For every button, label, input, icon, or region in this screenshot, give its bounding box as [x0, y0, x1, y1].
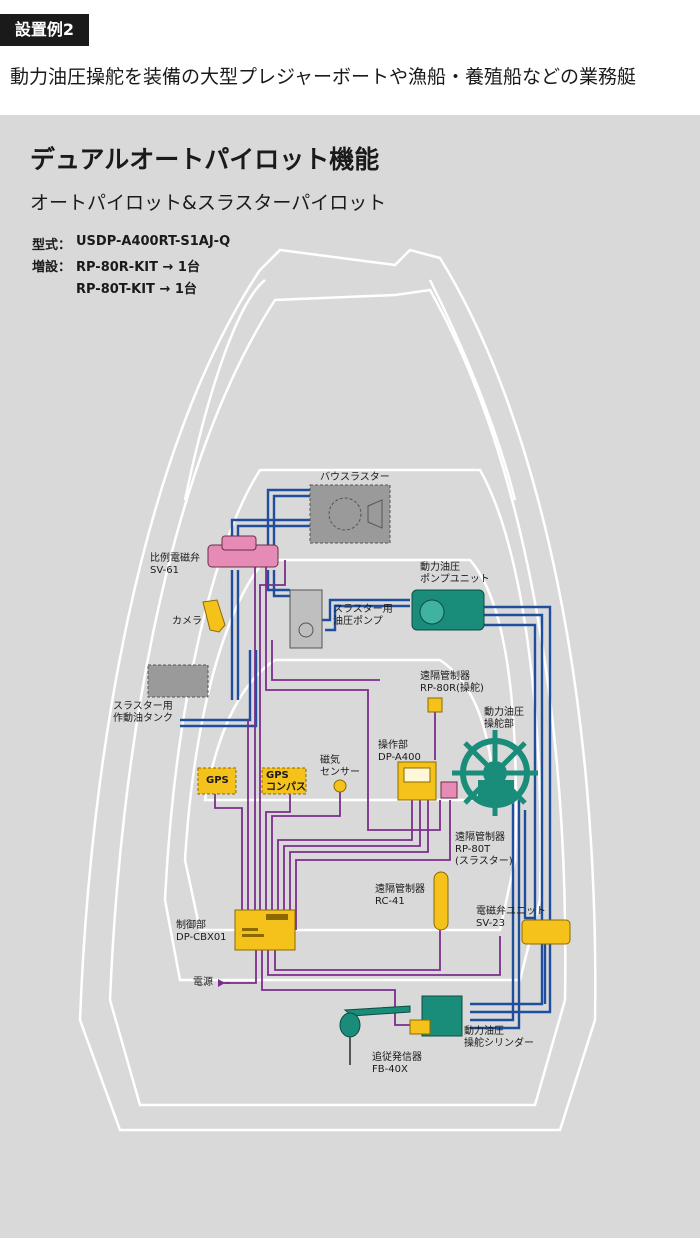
label-mag-sensor: 磁気センサー: [320, 755, 360, 778]
addon-item-1: RP-80R-KIT → 1台: [76, 260, 200, 275]
fb40x-unit: [339, 1012, 361, 1038]
label-power: 電源: [193, 977, 213, 988]
label-camera: カメラ: [172, 616, 202, 627]
boat-hull-outline: [78, 248, 597, 1132]
panel-title: デュアルオートパイロット機能: [30, 145, 380, 174]
thruster-pump: [289, 589, 323, 649]
addon-label: 増設：: [32, 260, 72, 275]
model-value: USDP-A400RT-S1AJ-Q: [76, 234, 231, 249]
gps-compass-unit: [261, 767, 307, 795]
label-thruster-tank: スラスター用作動油タンク: [113, 701, 173, 724]
model-label: 型式：: [32, 238, 72, 253]
label-bow-thruster: バウスラスター: [320, 472, 390, 483]
rp80r-controller: [427, 697, 443, 713]
sv23-valve: [521, 919, 571, 945]
thruster-tank: [147, 664, 209, 698]
label-gps: GPS: [206, 775, 229, 786]
page-subtitle: 動力油圧操舵を装備の大型プレジャーボートや漁船・養殖船などの業務艇: [10, 66, 637, 88]
label-cylinder: 動力油圧操舵シリンダー: [464, 1026, 534, 1049]
addon-item-2: RP-80T-KIT → 1台: [76, 282, 197, 297]
panel-subtitle: オートパイロット&スラスターパイロット: [30, 192, 387, 214]
example-tag: 設置例2: [0, 14, 89, 46]
rc41-controller: [433, 871, 449, 931]
label-power-pump: 動力油圧ポンプユニット: [420, 562, 490, 585]
label-thruster-pump: スラスター用油圧ポンプ: [333, 604, 393, 627]
camera-icon: [202, 599, 226, 633]
mag-sensor-icon: [333, 779, 347, 793]
steering-cylinder: [421, 995, 463, 1037]
bow-thruster: [309, 484, 391, 544]
rp80t-controller: [440, 781, 458, 799]
gps-unit: [197, 767, 237, 795]
signal-lines: [214, 545, 501, 1026]
label-power-helm: 動力油圧操舵部: [484, 707, 524, 730]
power-arrow-icon: [218, 979, 225, 987]
steering-wheel: [452, 730, 538, 816]
